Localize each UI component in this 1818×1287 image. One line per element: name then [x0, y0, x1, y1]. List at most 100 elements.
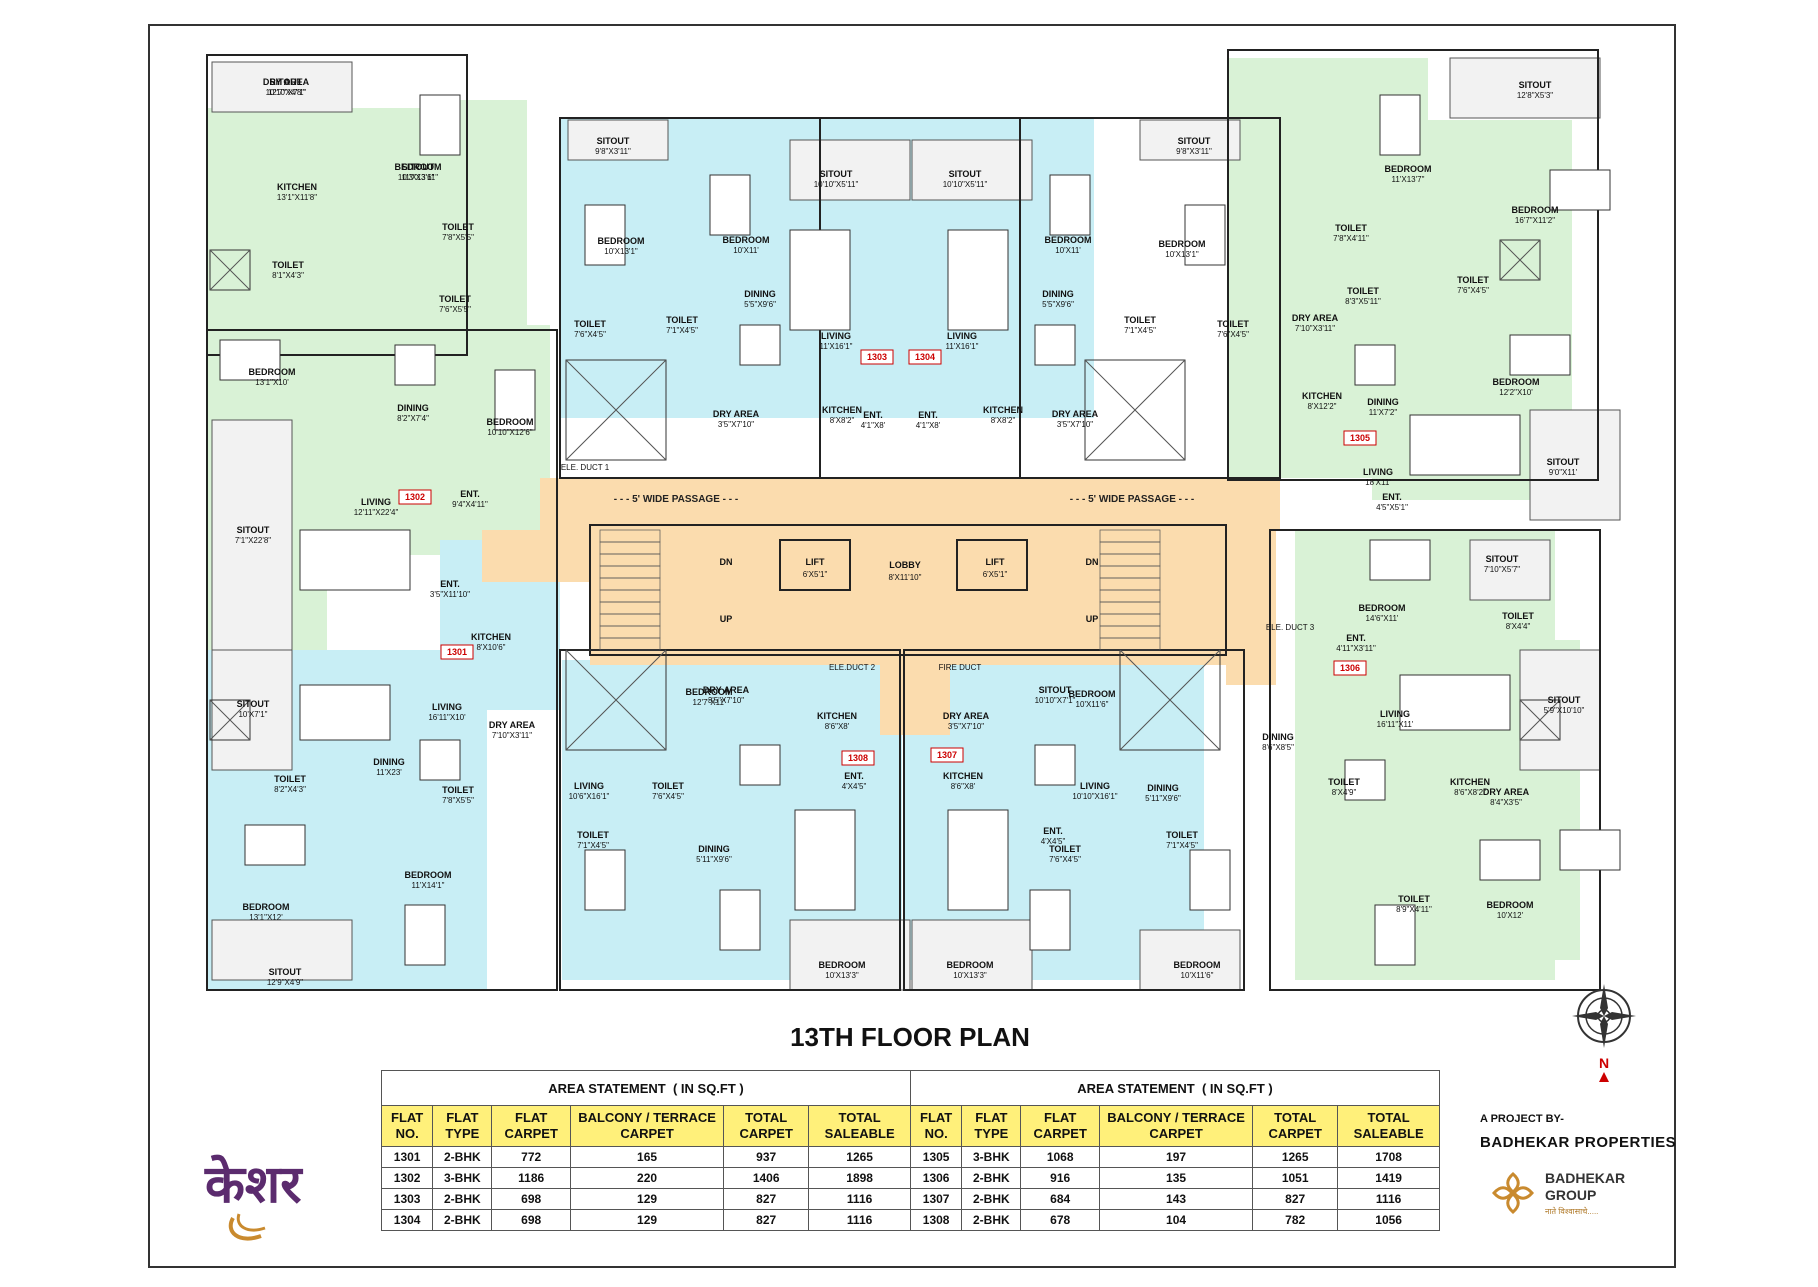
room-size: 8'9"X4'11" — [1396, 905, 1432, 914]
table-cell: 827 — [723, 1188, 810, 1210]
table-cell: 1116 — [808, 1209, 911, 1231]
table-cell: 1306 — [909, 1167, 963, 1189]
room-size: 7'6"X4'5" — [574, 330, 606, 339]
flat-number-tag: 1305 — [1350, 433, 1370, 443]
table-cell: 1304 — [380, 1209, 434, 1231]
flat-number-tag: 1306 — [1340, 663, 1360, 673]
duct-label: ELE. DUCT 3 — [1266, 623, 1315, 632]
room-name: DRY AREA — [263, 77, 310, 87]
room-size: 10'X12' — [1497, 911, 1524, 920]
bed-furniture — [1509, 334, 1571, 376]
room-size: 7'10"X3'11" — [1295, 324, 1335, 333]
dining-table — [1034, 744, 1076, 786]
room-name: SITOUT — [270, 77, 303, 87]
sofa-set — [947, 809, 1009, 911]
area-caption-right: AREA STATEMENT ( IN SQ.FT ) — [910, 1070, 1440, 1106]
room-size: 3'5"X11'10" — [430, 590, 470, 599]
room-name: KITCHEN — [943, 771, 983, 781]
dining-table — [394, 344, 436, 386]
room-size: 16'7"X11'2" — [1515, 216, 1555, 225]
area-statement-right: AREA STATEMENT ( IN SQ.FT ) FLAT NO.FLAT… — [909, 1070, 1440, 1231]
room-name: ENT. — [440, 579, 460, 589]
table-cell: 684 — [1020, 1188, 1100, 1210]
sitout-area — [211, 649, 293, 771]
room-name: KITCHEN — [983, 405, 1023, 415]
room-name: LIVING — [432, 702, 462, 712]
room-name: DRY AREA — [1052, 409, 1099, 419]
room-size: 11'X16'1" — [820, 342, 853, 351]
bed-furniture — [1369, 539, 1431, 581]
room-size: 10'10"X5'11" — [814, 180, 859, 189]
room-size: 7'1"X4'5" — [1124, 326, 1156, 335]
sitout-area — [911, 139, 1033, 201]
shaft-outline — [1119, 649, 1221, 751]
room-size: 8'6"X8'2" — [1454, 788, 1486, 797]
dining-table — [419, 739, 461, 781]
room-name: BEDROOM — [405, 870, 452, 880]
room-name: TOILET — [1398, 894, 1430, 904]
room-name: TOILET — [274, 774, 306, 784]
room-name: BEDROOM — [598, 236, 645, 246]
table-cell: 1265 — [808, 1146, 911, 1168]
column-header: FLAT TYPE — [432, 1105, 493, 1147]
table-cell: 698 — [491, 1209, 571, 1231]
room-name: KITCHEN — [1450, 777, 1490, 787]
bed-furniture — [1379, 94, 1421, 156]
column-header: FLAT CARPET — [491, 1105, 571, 1147]
room-name: LIVING — [1380, 709, 1410, 719]
dining-table — [739, 324, 781, 366]
column-header: TOTAL SALEABLE — [808, 1105, 911, 1147]
room-name: BEDROOM — [487, 417, 534, 427]
bed-furniture — [1549, 169, 1611, 211]
bed-furniture — [219, 339, 281, 381]
shaft-cross — [209, 699, 251, 741]
sofa-set — [794, 809, 856, 911]
lobby-size: 8'X11'10" — [889, 573, 922, 582]
room-size: 11'X16'1" — [946, 342, 979, 351]
column-header: FLAT TYPE — [961, 1105, 1022, 1147]
room-name: LIVING — [1363, 467, 1393, 477]
room-size: 11'X14'1" — [412, 881, 445, 890]
room-size: 7'8"X5'5" — [442, 233, 474, 242]
room-name: DRY AREA — [1483, 787, 1530, 797]
room-name: ENT. — [844, 771, 864, 781]
sitout-area — [1139, 929, 1241, 991]
room-size: 16'11"X11' — [1377, 720, 1414, 729]
table-cell: 1305 — [909, 1146, 963, 1168]
room-size: 4'5"X5'1" — [1376, 503, 1408, 512]
area-caption-left: AREA STATEMENT ( IN SQ.FT ) — [381, 1070, 911, 1106]
room-size: 7'10"X3'11" — [492, 731, 532, 740]
lift-box — [956, 539, 1028, 591]
room-size: 11'X13'7" — [1392, 175, 1425, 184]
bed-furniture — [1184, 204, 1226, 266]
flat-tag-box — [930, 747, 964, 763]
room-name: DINING — [373, 757, 405, 767]
table-cell: 1301 — [380, 1146, 434, 1168]
room-name: BEDROOM — [1512, 205, 1559, 215]
bed-furniture — [419, 94, 461, 156]
table-cell: 2-BHK — [432, 1188, 493, 1210]
room-size: 5'11"X9'6" — [696, 855, 732, 864]
passage-area — [1226, 525, 1276, 685]
table-cell: 1406 — [723, 1167, 810, 1189]
bed-furniture — [404, 904, 446, 966]
room-size: 12'9"X4'9" — [267, 978, 303, 987]
room-name: BEDROOM — [249, 367, 296, 377]
room-size: 12'11"X22'4" — [354, 508, 399, 517]
room-name: DRY AREA — [703, 685, 750, 695]
room-name: DINING — [1147, 783, 1179, 793]
room-size: 10'10"X16'1" — [1072, 792, 1117, 801]
table-cell: 916 — [1020, 1167, 1100, 1189]
table-cell: 678 — [1020, 1209, 1100, 1231]
room-size: 7'6"X5'5" — [439, 305, 471, 314]
room-size: 4'1"X8' — [916, 421, 941, 430]
room-name: SITOUT — [1486, 554, 1519, 564]
room-name: TOILET — [1049, 844, 1081, 854]
table-cell: 2-BHK — [961, 1188, 1022, 1210]
flat-tag-box — [1343, 430, 1377, 446]
